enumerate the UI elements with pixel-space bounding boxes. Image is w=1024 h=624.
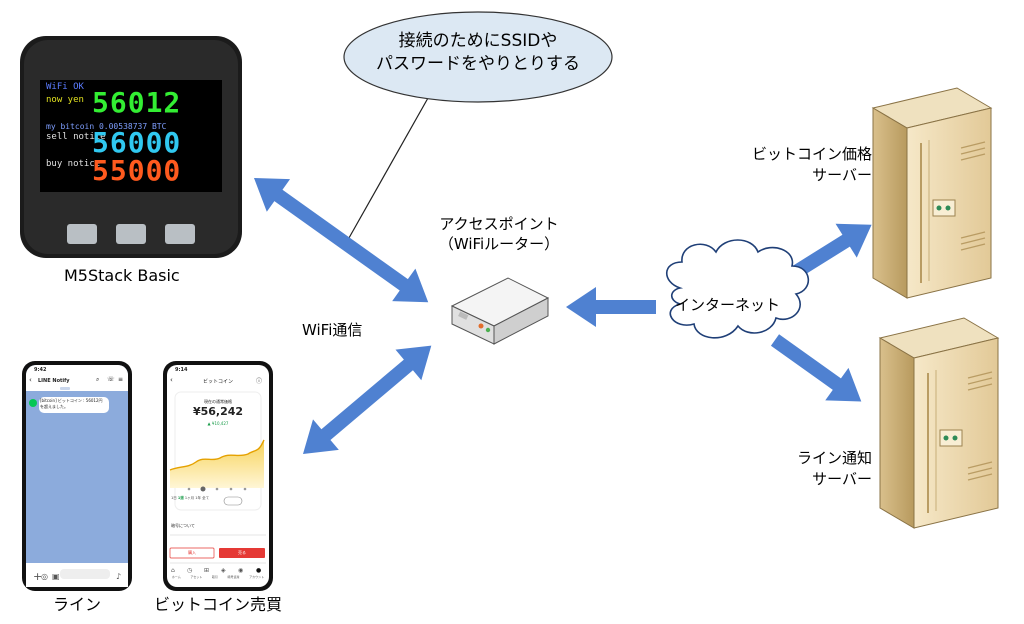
nav-account[interactable]: アカウント <box>249 575 265 579</box>
access-point-line-1: アクセスポイント <box>439 215 559 233</box>
now-yen-label: now yen <box>46 95 84 105</box>
btc-price: ¥56,242 <box>192 405 244 418</box>
about-crypto-label: 暗号について <box>171 523 195 528</box>
line-chat-title: LINE Notify <box>38 378 70 384</box>
phone-btc: ⌂ ◷ ⊞ ◈ ◉ ● <box>163 361 273 591</box>
btc-price-change: ▲ ¥10,427 <box>207 421 229 426</box>
internet-label: インターネット <box>675 296 781 314</box>
m5stack-screen <box>40 80 222 192</box>
call-icon[interactable]: ☏ <box>107 376 115 383</box>
btc-server-line-2: サーバー <box>812 166 872 184</box>
help-icon[interactable]: ⓘ <box>256 378 263 385</box>
arrow-phones-ap <box>303 345 432 454</box>
arrow-device-ap <box>254 178 429 303</box>
back-arrow-icon[interactable]: ‹ <box>29 376 32 384</box>
range-1d[interactable]: 1日 <box>171 496 177 500</box>
phone-line: + ◎ ▣ ♪ <box>22 361 132 591</box>
bubble-line-2: パスワードをやりとりする <box>376 54 580 74</box>
speech-bubble <box>343 11 613 246</box>
svg-text:◉: ◉ <box>238 567 243 574</box>
m5stack-button-b <box>116 224 146 244</box>
device-label: M5Stack Basic <box>64 266 180 285</box>
nav-crypto[interactable]: 暗号資産 <box>227 575 240 579</box>
now-yen-value: 56012 <box>92 86 182 119</box>
svg-text:◎: ◎ <box>41 572 48 581</box>
btc-server-label: ビットコイン価格 サーバー <box>744 144 872 186</box>
line-phone-time: 9:42 <box>34 367 47 373</box>
nav-home[interactable]: ホーム <box>171 575 181 579</box>
svg-text:⌂: ⌂ <box>171 567 175 574</box>
btc-server-line-1: ビットコイン価格 <box>751 145 872 163</box>
svg-text:●: ● <box>256 567 261 574</box>
range-1w[interactable]: 1週 <box>177 496 184 500</box>
bottom-nav: ホーム アセット 取引 暗号資産 アカウント <box>167 575 269 579</box>
svg-text:♪: ♪ <box>116 572 121 581</box>
svg-text:◈: ◈ <box>221 567 226 574</box>
range-selector: 1日 1週 1ヶ月 1年 全て <box>171 496 209 501</box>
range-all[interactable]: 全て <box>202 496 210 500</box>
arrow-internet-line-server <box>770 334 862 402</box>
line-message-line-1: [bitcoin] ビットコイン : 56012円 <box>40 398 103 403</box>
btc-server-icon <box>871 87 993 299</box>
range-1y[interactable]: 1年 <box>195 496 202 500</box>
buy-notice-value: 55000 <box>92 154 182 187</box>
btc-back-arrow-icon[interactable]: ‹ <box>170 376 173 384</box>
btc-screen-title: ビットコイン <box>203 379 234 385</box>
line-phone-screen: 9:42 ‹ LINE Notify ⌕ ☏ ≡ [bitcoin] ビットコイ… <box>26 365 128 587</box>
m5stack-device <box>20 36 242 258</box>
nav-trade[interactable]: 取引 <box>211 575 218 579</box>
bubble-pointer-line <box>344 97 429 246</box>
router-icon <box>450 277 550 345</box>
line-message-bubble: [bitcoin] ビットコイン : 56012円 を超えました。 <box>40 398 110 410</box>
internet-cloud <box>665 239 810 339</box>
svg-text:▣: ▣ <box>52 572 60 581</box>
svg-text:⊞: ⊞ <box>204 567 209 574</box>
access-point-line-2: （WiFiルーター） <box>438 235 560 253</box>
m5stack-screen-content: WiFi OK now yen 56012 my bitcoin 0.00538… <box>46 82 221 190</box>
svg-text:◷: ◷ <box>187 567 192 574</box>
btc-phone-label: ビットコイン売買 <box>153 595 282 614</box>
sell-notice-label: sell notice <box>46 132 106 142</box>
m5stack-button-c <box>165 224 195 244</box>
nav-assets[interactable]: アセット <box>190 575 203 579</box>
m5stack-button-a <box>67 224 97 244</box>
menu-icon[interactable]: ≡ <box>118 376 124 383</box>
wifi-status-text: WiFi OK <box>46 82 84 92</box>
buy-button[interactable]: 購入 <box>188 550 196 555</box>
line-server-line-1: ライン通知 <box>796 449 872 467</box>
arrows <box>254 178 872 454</box>
bitcoin-holding-text: my bitcoin 0.00538737 BTC <box>46 122 167 131</box>
bubble-text: 接続のためにSSIDや パスワードをやりとりする <box>344 30 612 76</box>
buy-notice-label: buy notice <box>46 159 101 169</box>
line-message-line-2: を超えました。 <box>40 404 68 409</box>
svg-text:+: + <box>33 570 42 583</box>
btc-phone-screen: 9:14 ‹ ビットコイン ⓘ 現在の通常価格 ¥56,242 ▲ ¥10,42… <box>167 365 269 587</box>
arrow-ap-internet <box>566 287 656 327</box>
range-1m[interactable]: 1ヶ月 <box>184 496 195 500</box>
price-caption: 現在の通常価格 <box>204 399 232 404</box>
line-server-icon <box>878 317 1000 529</box>
sell-button[interactable]: 売る <box>238 550 246 555</box>
sell-notice-value: 56000 <box>92 126 182 159</box>
bubble-line-1: 接続のためにSSIDや <box>398 31 558 51</box>
btc-phone-time: 9:14 <box>175 367 188 373</box>
access-point-label: アクセスポイント （WiFiルーター） <box>424 214 574 254</box>
line-phone-label: ライン <box>52 595 101 614</box>
wifi-comm-label: WiFi通信 <box>302 321 363 339</box>
line-server-line-2: サーバー <box>812 470 872 488</box>
bubble-shape <box>343 11 613 103</box>
search-icon[interactable]: ⌕ <box>96 376 100 383</box>
line-server-label: ライン通知 サーバー <box>744 448 872 490</box>
